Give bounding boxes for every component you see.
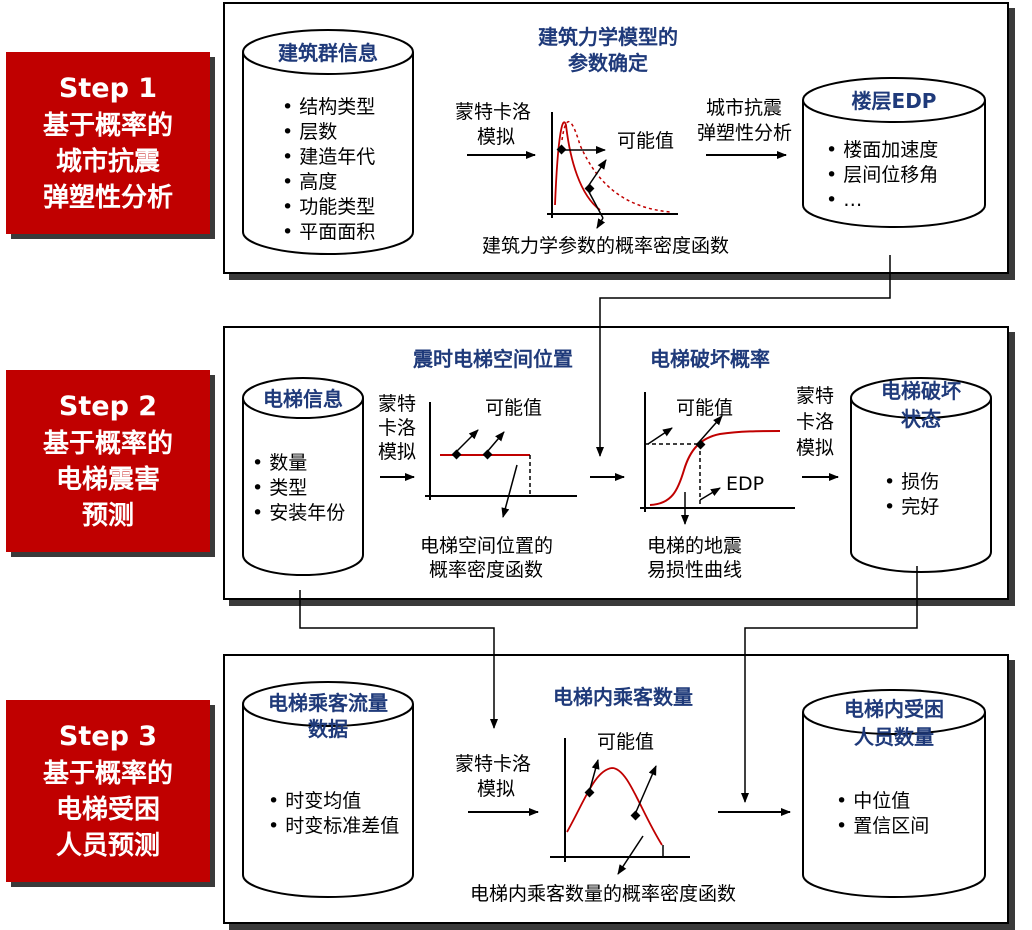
list-item: 平面面积 xyxy=(282,220,375,245)
floor-edp-title: 楼层EDP xyxy=(851,89,937,113)
step1-number: Step 1 xyxy=(58,73,158,104)
sample-point xyxy=(451,449,462,460)
step2-line3: 预测 xyxy=(81,501,134,531)
fragility-label-a: 电梯的地震 xyxy=(647,535,743,557)
list-item: 楼面加速度 xyxy=(826,138,938,163)
passenger-flow-title-2: 数据 xyxy=(308,717,348,741)
step1-label: Step 1 基于概率的 城市抗震 弹塑性分析 xyxy=(6,52,210,234)
mc-label-1b: 模拟 xyxy=(477,126,516,148)
step2-number: Step 2 xyxy=(58,391,158,422)
list-item: … xyxy=(826,188,938,213)
connector-edp-to-fragility xyxy=(596,255,891,457)
list-item: 中位值 xyxy=(836,789,929,814)
list-item: 数量 xyxy=(252,451,345,476)
elevator-info-title: 电梯信息 xyxy=(263,387,343,411)
step3-label: Step 3 基于概率的 电梯受困 人员预测 xyxy=(6,700,210,882)
sample-point xyxy=(556,144,567,155)
list-item: 建造年代 xyxy=(282,145,375,170)
list-item: 功能类型 xyxy=(282,195,375,220)
list-item: 时变标准差值 xyxy=(268,814,399,839)
fragility-label-b: 易损性曲线 xyxy=(647,559,743,581)
trapped-title-1: 电梯内受困 xyxy=(844,697,944,721)
step2-line1: 基于概率的 xyxy=(42,429,173,459)
list-item: 结构类型 xyxy=(282,95,375,120)
step3-number: Step 3 xyxy=(58,721,158,752)
floor-edp-list: 楼面加速度 层间位移角 … xyxy=(826,138,938,213)
possible-value-label-4: 可能值 xyxy=(597,731,655,753)
sample-point xyxy=(482,449,493,460)
list-item: 类型 xyxy=(252,476,345,501)
sample-point xyxy=(695,439,706,450)
list-item: 层数 xyxy=(282,120,375,145)
possible-value-label-2: 可能值 xyxy=(485,397,543,419)
mc-label-1a: 蒙特卡洛 xyxy=(455,101,532,123)
list-item: 高度 xyxy=(282,170,375,195)
possible-value-label: 可能值 xyxy=(617,130,675,152)
passenger-flow-title-1: 电梯乘客流量 xyxy=(268,691,388,715)
seismic-analysis-label-b: 弹塑性分析 xyxy=(697,122,793,144)
sample-point xyxy=(630,810,641,821)
chart-elevator-position-pdf xyxy=(425,402,577,518)
step2-label: Step 2 基于概率的 电梯震害 预测 xyxy=(6,370,210,552)
trapped-title-2: 人员数量 xyxy=(854,725,934,749)
list-item: 层间位移角 xyxy=(826,163,938,188)
mc-label-2a: 蒙特 xyxy=(378,393,417,415)
elevator-info-list: 数量 类型 安装年份 xyxy=(252,451,345,526)
mc-label-2b: 卡洛 xyxy=(378,417,417,439)
mc-label-2e: 卡洛 xyxy=(796,411,835,433)
damage-state-title-1: 电梯破坏 xyxy=(881,379,961,403)
pdf-curve-dashed xyxy=(561,120,671,213)
chart-passenger-count-pdf xyxy=(550,738,690,875)
possible-value-label-3: 可能值 xyxy=(676,397,734,419)
connector-state-to-output xyxy=(741,566,918,803)
passenger-pdf-label: 电梯内乘客数量的概率密度函数 xyxy=(470,883,737,905)
mc-label-2d: 蒙特 xyxy=(796,385,835,407)
list-item: 安装年份 xyxy=(252,501,345,526)
damage-state-title-2: 状态 xyxy=(901,407,941,431)
list-item: 完好 xyxy=(884,495,939,520)
elevator-position-title: 震时电梯空间位置 xyxy=(413,347,573,371)
position-pdf-label-b: 概率密度函数 xyxy=(429,559,544,581)
step3-line3: 人员预测 xyxy=(55,831,160,861)
chart-mech-params-pdf xyxy=(547,112,678,229)
pdf-curve-solid xyxy=(554,121,601,211)
step1-line3: 弹塑性分析 xyxy=(42,183,173,213)
trapped-list: 中位值 置信区间 xyxy=(836,789,929,839)
damage-state-list: 损伤 完好 xyxy=(884,470,939,520)
step3-line2: 电梯受困 xyxy=(55,795,160,825)
edp-axis-label: EDP xyxy=(726,473,765,495)
step3-line1: 基于概率的 xyxy=(42,759,173,789)
position-pdf-label-a: 电梯空间位置的 xyxy=(420,535,554,557)
list-item: 置信区间 xyxy=(836,814,929,839)
step1-line1: 基于概率的 xyxy=(42,111,173,141)
mc-label-3b: 模拟 xyxy=(477,778,516,800)
mech-model-title-2: 参数确定 xyxy=(568,51,648,75)
passenger-count-title: 电梯内乘客数量 xyxy=(553,685,693,709)
sample-point xyxy=(584,183,595,194)
sample-point xyxy=(584,787,595,798)
step1-line2: 城市抗震 xyxy=(55,147,160,177)
building-info-list: 结构类型 层数 建造年代 高度 功能类型 平面面积 xyxy=(282,95,375,245)
mc-label-3a: 蒙特卡洛 xyxy=(455,753,532,775)
step2-line2: 电梯震害 xyxy=(55,465,160,495)
fragility-sigmoid xyxy=(649,430,781,506)
connector-elevator-info-to-count xyxy=(299,590,498,729)
list-item: 损伤 xyxy=(884,470,939,495)
passenger-pdf-curve xyxy=(566,767,663,846)
mech-model-title-1: 建筑力学模型的 xyxy=(538,25,678,49)
damage-probability-title: 电梯破坏概率 xyxy=(650,347,770,371)
mech-pdf-label: 建筑力学参数的概率密度函数 xyxy=(482,235,730,257)
list-item: 时变均值 xyxy=(268,789,399,814)
chart-fragility-curve xyxy=(640,392,795,525)
building-info-title: 建筑群信息 xyxy=(278,41,378,65)
mc-label-2f: 模拟 xyxy=(796,437,835,459)
passenger-flow-list: 时变均值 时变标准差值 xyxy=(268,789,399,839)
seismic-analysis-label-a: 城市抗震 xyxy=(706,97,783,119)
mc-label-2c: 模拟 xyxy=(378,441,417,463)
